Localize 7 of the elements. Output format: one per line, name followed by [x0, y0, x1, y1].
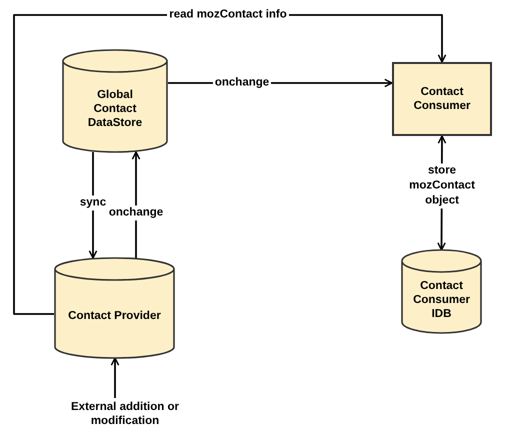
node-label: Contact Consumer — [412, 85, 472, 113]
arrow — [110, 357, 120, 398]
edge-label: sync — [78, 196, 108, 210]
edge-label: onchange — [212, 76, 272, 90]
node-label: External addition or modification — [70, 400, 180, 428]
edge-label: onchange — [106, 206, 166, 220]
process-box — [392, 62, 492, 136]
